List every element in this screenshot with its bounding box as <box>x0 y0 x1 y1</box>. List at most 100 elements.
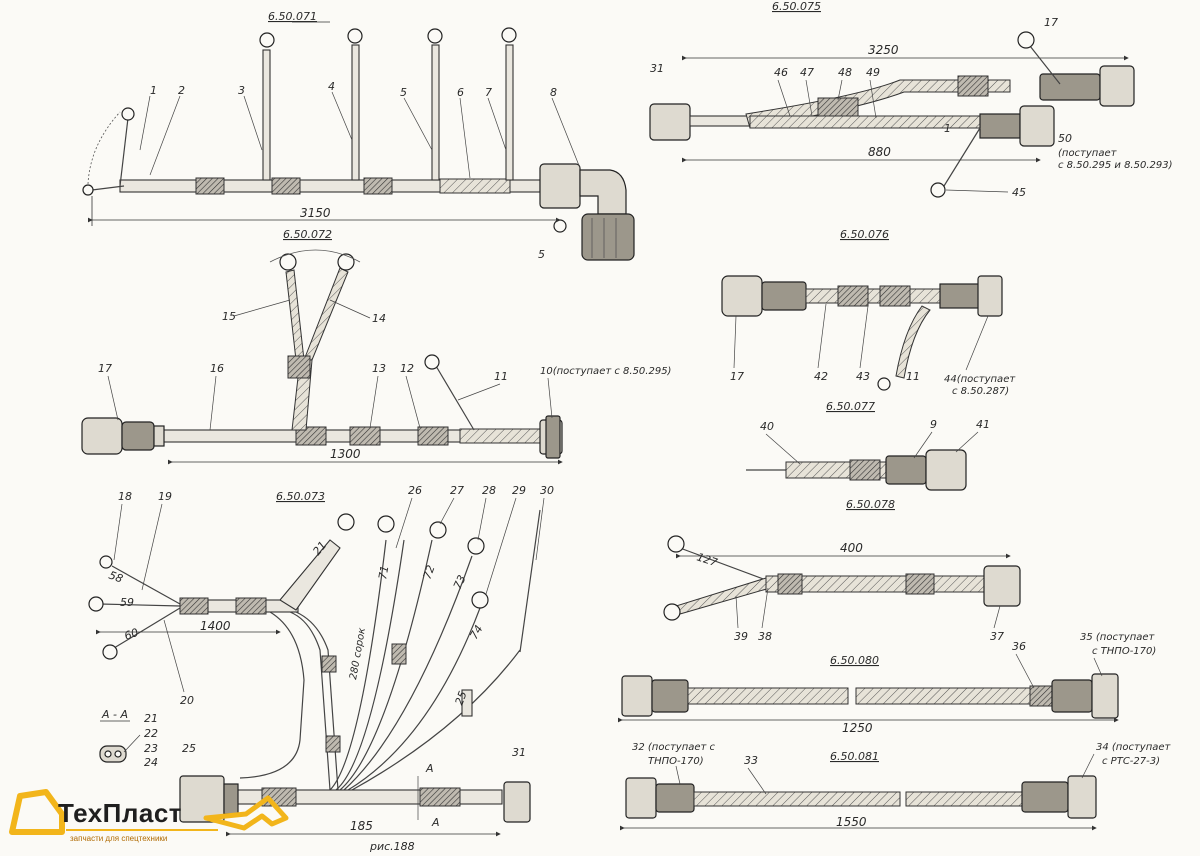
callout: 2 <box>178 84 185 97</box>
connector-25 <box>179 775 239 823</box>
callout: 5 <box>400 86 407 99</box>
section-code: 6.50.076 <box>840 228 889 241</box>
logo-subtitle: запчасти для спецтехники <box>70 834 168 843</box>
svg-text:А - А: А - А <box>101 708 128 721</box>
section-code: 6.50.081 <box>830 750 879 763</box>
svg-text:20: 20 <box>180 694 194 707</box>
svg-text:71: 71 <box>376 564 391 580</box>
harness-6-50-081: 6.50.081 1550 32 (поступает с ТНПО-170) … <box>620 742 1172 831</box>
callout: 5 <box>538 248 545 261</box>
ring-lug <box>121 107 135 121</box>
section-code-077: 6.50.077 <box>826 400 875 413</box>
dimension: 3250 <box>868 43 899 57</box>
callouts-077: 40 9 41 <box>760 418 990 465</box>
svg-text:24: 24 <box>144 756 158 769</box>
harness-6-50-076: 6.50.076 17 42 43 11 44(поступает с 8.50… <box>721 228 1016 397</box>
svg-text:45: 45 <box>1012 186 1026 199</box>
svg-text:31: 31 <box>512 746 526 759</box>
callout: 3 <box>238 84 245 97</box>
connector-17 <box>81 417 165 455</box>
ring-lug <box>82 184 94 196</box>
svg-text:1: 1 <box>944 122 951 135</box>
svg-text:50: 50 <box>1058 132 1072 145</box>
section-code: 6.50.073 <box>276 490 325 503</box>
svg-text:40: 40 <box>760 420 774 433</box>
excavator-icon <box>9 789 289 835</box>
section-code: 6.50.075 <box>772 0 821 13</box>
svg-text:36: 36 <box>1012 640 1026 653</box>
svg-text:34 (поступает: 34 (поступает <box>1096 742 1172 753</box>
section-code: 6.50.071 <box>268 10 317 23</box>
svg-text:11: 11 <box>906 370 920 383</box>
svg-text:38: 38 <box>758 630 772 643</box>
svg-text:с ТНПО-170): с ТНПО-170) <box>1092 646 1156 657</box>
svg-text:27: 27 <box>450 484 464 497</box>
svg-text:17: 17 <box>730 370 744 383</box>
svg-text:31: 31 <box>650 62 664 75</box>
svg-text:12: 12 <box>400 362 414 375</box>
svg-text:35 (поступает: 35 (поступает <box>1080 632 1156 643</box>
svg-text:59: 59 <box>120 596 134 609</box>
callout: 7 <box>485 86 492 99</box>
svg-text:46: 46 <box>774 66 788 79</box>
callout: 1 <box>150 84 157 97</box>
svg-text:28: 28 <box>482 484 496 497</box>
connector-31 <box>503 781 531 823</box>
svg-text:21: 21 <box>144 712 158 725</box>
dimension: 1250 <box>842 721 873 735</box>
callouts-072: 15 14 17 16 13 12 11 10(поступает с 8.50… <box>98 299 671 431</box>
braid <box>439 178 511 194</box>
callouts-071: 1 2 3 4 5 6 7 8 5 <box>139 80 581 261</box>
svg-text:18: 18 <box>118 490 132 503</box>
svg-text:72: 72 <box>421 563 438 581</box>
svg-text:60: 60 <box>123 626 141 643</box>
svg-text:17: 17 <box>98 362 112 375</box>
drop-wires <box>259 27 517 181</box>
callouts-075: 31 46 47 48 49 17 1 45 50 (поступает с 8… <box>650 16 1173 199</box>
section-code: 6.50.080 <box>830 654 879 667</box>
svg-text:74: 74 <box>467 623 485 642</box>
callouts-076: 17 42 43 11 44(поступает с 8.50.287) <box>730 303 1016 397</box>
dimension: 1550 <box>836 815 867 829</box>
svg-text:А: А <box>431 816 440 829</box>
svg-text:30: 30 <box>540 484 554 497</box>
svg-text:13: 13 <box>372 362 386 375</box>
svg-text:26: 26 <box>408 484 422 497</box>
svg-text:19: 19 <box>158 490 172 503</box>
svg-text:49: 49 <box>866 66 880 79</box>
harness-6-50-072: 6.50.072 15 14 17 16 <box>81 228 671 465</box>
harness-6-50-077: 6.50.077 40 9 41 <box>746 400 990 491</box>
sleeve <box>271 177 301 195</box>
callouts-073: 18 19 20 26 27 28 29 30 25 31 58 59 60 2… <box>107 484 554 759</box>
svg-text:32 (поступает с: 32 (поступает с <box>632 742 716 753</box>
dimension: 1400 <box>200 619 231 633</box>
harness-6-50-071: 6.50.071 <box>82 10 635 261</box>
svg-text:127: 127 <box>695 550 719 569</box>
svg-text:73: 73 <box>451 573 469 591</box>
figure-caption: рис.188 <box>369 840 415 853</box>
svg-text:(поступает: (поступает <box>1058 148 1118 159</box>
svg-text:с 8.50.295 и 8.50.293): с 8.50.295 и 8.50.293) <box>1058 160 1173 171</box>
callouts-078: 127 39 38 37 <box>695 550 1004 643</box>
svg-text:29: 29 <box>512 484 526 497</box>
svg-text:17: 17 <box>1044 16 1058 29</box>
callouts-081: 32 (поступает с ТНПО-170) 33 34 (поступа… <box>632 742 1172 795</box>
svg-text:42: 42 <box>814 370 828 383</box>
callout: 6 <box>457 86 464 99</box>
svg-text:37: 37 <box>990 630 1004 643</box>
harness-6-50-075: 6.50.075 3250 880 31 46 47 48 49 <box>649 0 1173 199</box>
section-code: 6.50.072 <box>283 228 332 241</box>
svg-text:9: 9 <box>930 418 937 431</box>
section-aa: А - А 21 22 23 24 А А <box>99 708 440 829</box>
dimension: 400 <box>840 541 863 555</box>
dimension: 185 <box>350 819 373 833</box>
svg-text:47: 47 <box>800 66 814 79</box>
dimension: 880 <box>868 145 891 159</box>
harness-6-50-078: 6.50.078 400 127 39 38 37 <box>663 498 1021 643</box>
svg-text:23: 23 <box>144 742 158 755</box>
svg-text:А: А <box>425 762 434 775</box>
callout: 4 <box>328 80 335 93</box>
section-code: 6.50.078 <box>846 498 895 511</box>
svg-text:с РТС-27-3): с РТС-27-3) <box>1102 756 1160 767</box>
